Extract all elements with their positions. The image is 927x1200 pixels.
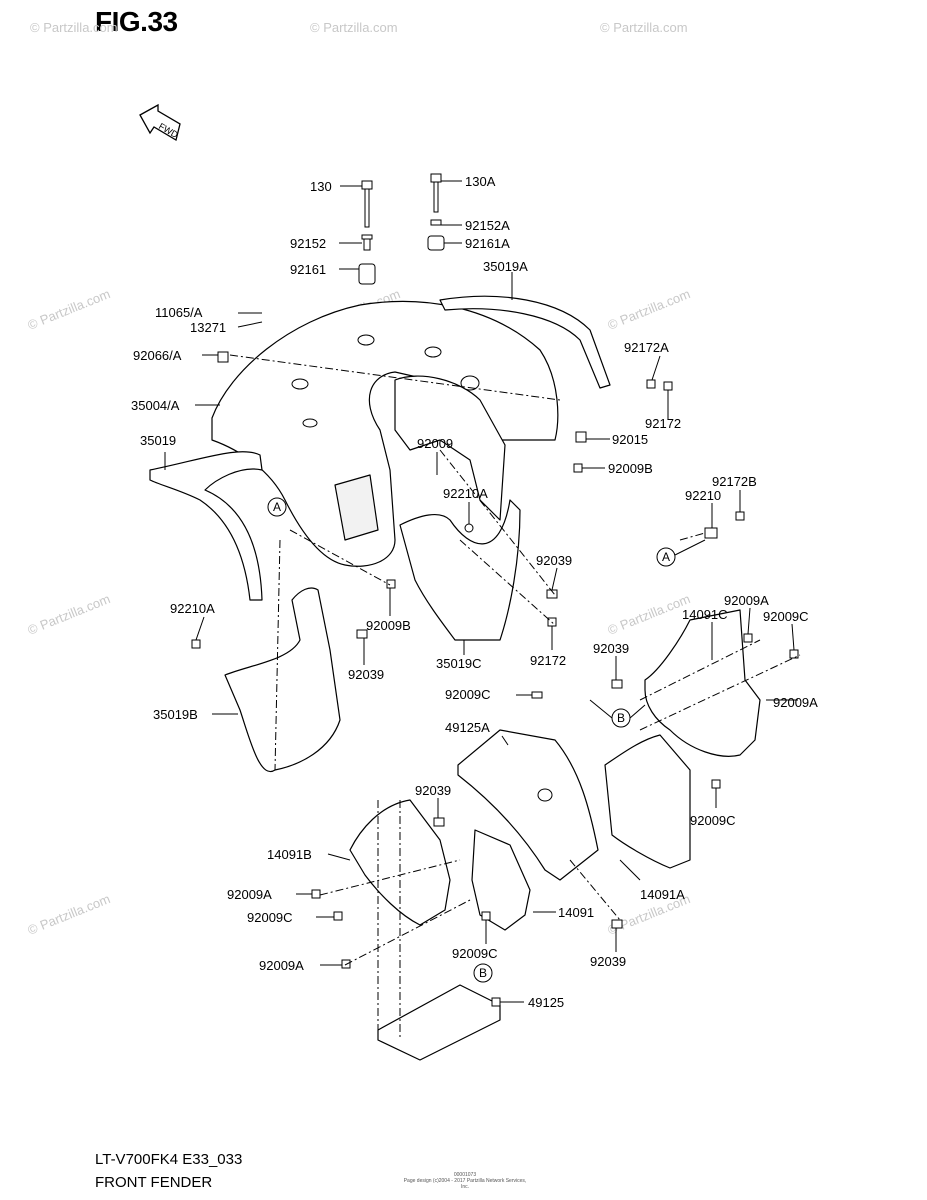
flap-35019A (439, 295, 611, 389)
label-92009A: 92009A (227, 887, 272, 902)
reference-marker-b: B (473, 963, 493, 983)
guard-14091B (349, 799, 451, 926)
figure-name: FRONT FENDER (95, 1174, 213, 1191)
reference-marker-b: B (589, 699, 646, 728)
label-92066-A: 92066/A (133, 348, 182, 363)
watermark: © Partzilla.com (30, 20, 118, 35)
credit-line-2: Page design (c)2004 - 2017 Partzilla Net… (403, 1178, 527, 1190)
guard-14091A (604, 734, 691, 869)
label-92009C: 92009C (452, 946, 498, 961)
cover-35019B (224, 587, 341, 773)
label-92039: 92039 (415, 783, 451, 798)
label-92009B: 92009B (608, 461, 653, 476)
label-92210: 92210 (685, 488, 721, 503)
cover-35019C (399, 499, 521, 641)
part-labels: 130 130A 92152 92152A 92161 92161A 35019… (131, 174, 818, 1010)
reference-marker-a: A (656, 539, 706, 567)
svg-text:B: B (479, 966, 487, 980)
guard-14091 (471, 829, 531, 931)
svg-text:A: A (662, 550, 670, 564)
fwd-arrow-icon: FWD (139, 103, 181, 142)
bolt-130-icon (361, 180, 373, 228)
label-35004-A: 35004/A (131, 398, 180, 413)
label-92152: 92152 (290, 236, 326, 251)
label-14091B: 14091B (267, 847, 312, 862)
watermark: © Partzilla.com (600, 20, 688, 35)
label-35019C: 35019C (436, 656, 482, 671)
label-92172B: 92172B (712, 474, 757, 489)
label-49125A: 49125A (445, 720, 490, 735)
watermark: © Partzilla.com (26, 891, 113, 938)
cover-hole-icon (537, 788, 553, 802)
label-92039: 92039 (536, 553, 572, 568)
label-92210A: 92210A (443, 486, 488, 501)
label-92009A: 92009A (259, 958, 304, 973)
tray-49125 (377, 984, 501, 1061)
label-130: 130 (310, 179, 332, 194)
label-92009B: 92009B (366, 618, 411, 633)
label-92015: 92015 (612, 432, 648, 447)
label-92009C: 92009C (763, 609, 809, 624)
flap-35019 (149, 451, 263, 601)
alignment-lines (229, 354, 801, 1040)
label-92172: 92172 (530, 653, 566, 668)
label-14091: 14091 (558, 905, 594, 920)
watermark: © Partzilla.com (26, 591, 113, 638)
label-92009C: 92009C (690, 813, 736, 828)
guard-14091C (644, 609, 761, 757)
label-130A: 130A (465, 174, 496, 189)
label-92009A: 92009A (773, 695, 818, 710)
label-35019A: 35019A (483, 259, 528, 274)
label-92039: 92039 (590, 954, 626, 969)
reference-marker-a: A (267, 497, 287, 517)
label-11065-A: 11065/A (155, 305, 203, 320)
credit-text: 00001073 Page design (c)2004 - 2017 Part… (400, 1172, 530, 1190)
front-fender-35004 (211, 300, 559, 567)
svg-text:A: A (273, 500, 281, 514)
label-92039: 92039 (593, 641, 629, 656)
cover-49125A (457, 729, 599, 881)
label-14091C: 14091C (682, 607, 728, 622)
watermark: © Partzilla.com (26, 286, 113, 333)
label-92172A: 92172A (624, 340, 669, 355)
watermark: © Partzilla.com (310, 20, 398, 35)
label-92152A: 92152A (465, 218, 510, 233)
grommet-92161-icon (358, 263, 376, 285)
grommet-92161A-icon (427, 235, 445, 251)
label-92161: 92161 (290, 262, 326, 277)
watermark: © Partzilla.com (606, 286, 693, 333)
label-92161A: 92161A (465, 236, 510, 251)
label-92172: 92172 (645, 416, 681, 431)
label-92009C: 92009C (247, 910, 293, 925)
credit-line-1: 00001073 (453, 1172, 477, 1178)
label-92009C: 92009C (445, 687, 491, 702)
figure-title: FIG.33 (95, 6, 178, 37)
bolt-130A-icon (430, 173, 442, 213)
label-92039: 92039 (348, 667, 384, 682)
leader-lines (164, 180, 798, 1003)
watermark: © Partzilla.com (606, 591, 693, 638)
collar-92152A-icon (430, 219, 442, 226)
collar-92152-icon (361, 234, 373, 251)
label-49125: 49125 (528, 995, 564, 1010)
figure-code: LT-V700FK4 E33_033 (95, 1151, 243, 1168)
label-92009A: 92009A (724, 593, 769, 608)
label-35019: 35019 (140, 433, 176, 448)
label-92009: 92009 (417, 436, 453, 451)
label-35019B: 35019B (153, 707, 198, 722)
svg-text:B: B (617, 711, 625, 725)
label-92210A: 92210A (170, 601, 215, 616)
label-13271: 13271 (190, 320, 226, 335)
label-14091A: 14091A (640, 887, 685, 902)
